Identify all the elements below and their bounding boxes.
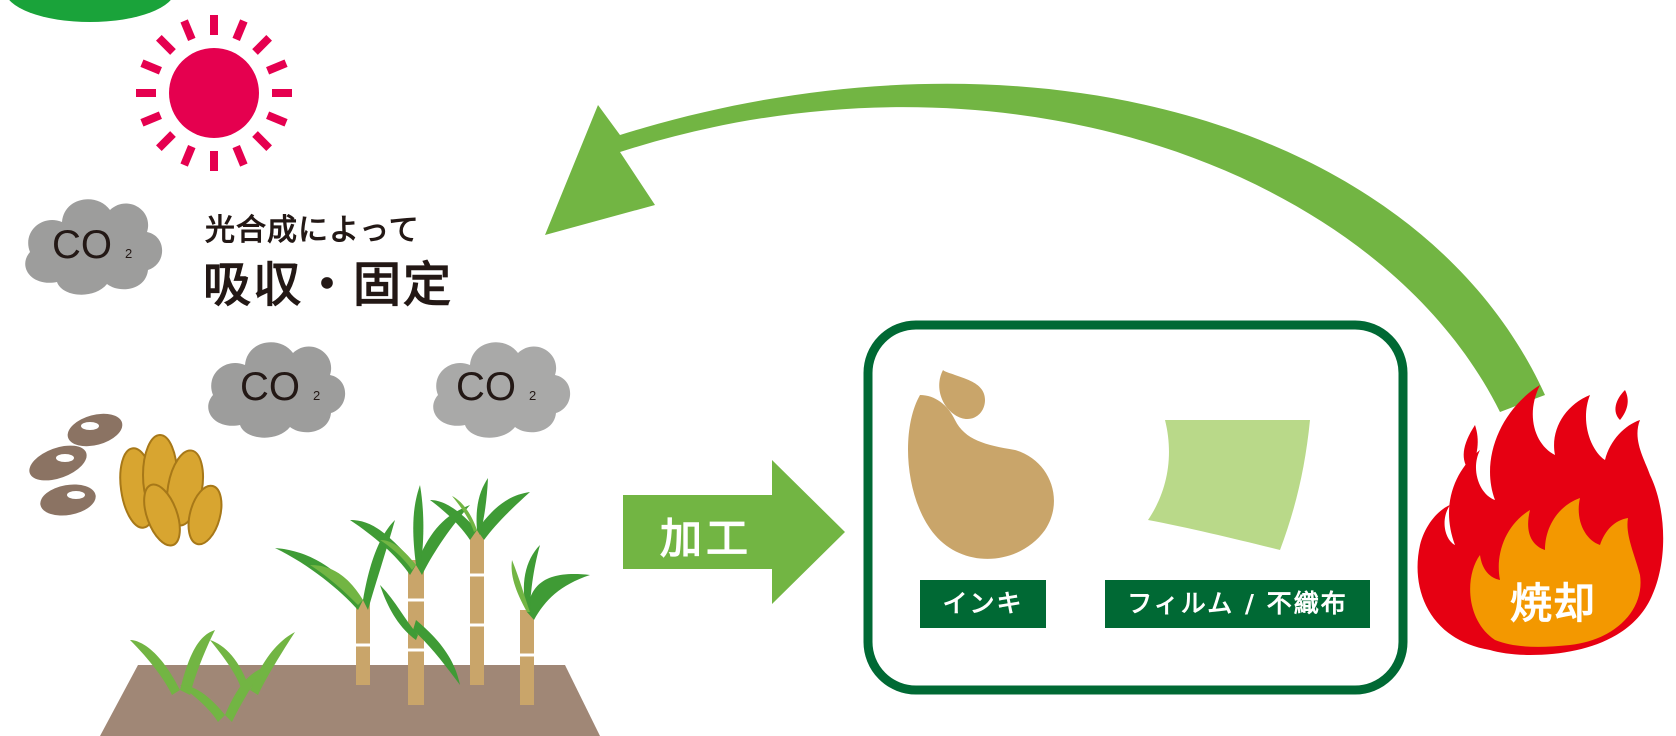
co2-sub-1: 2 — [125, 246, 132, 261]
caption-line-1: 光合成によって — [205, 213, 420, 248]
co2-sub-3: 2 — [529, 388, 536, 403]
ink-drop-icon — [908, 370, 1054, 559]
co2-sub-2: 2 — [313, 388, 320, 403]
sun-icon — [136, 15, 292, 171]
products-frame — [863, 320, 1408, 695]
product-tag-film: フィルム / 不織布 — [1105, 580, 1370, 628]
process-label: 加工 — [660, 514, 753, 563]
film-icon — [1148, 420, 1310, 550]
co2-text-3: CO — [456, 365, 516, 409]
co2-cloud-2 — [208, 342, 346, 438]
process-arrow — [623, 460, 845, 604]
fire-icon — [1417, 385, 1664, 655]
co2-cloud-3 — [433, 342, 571, 438]
caption-line-2: 吸収・固定 — [203, 257, 454, 313]
incineration-label: 焼却 — [1510, 579, 1597, 628]
co2-text-1: CO — [52, 223, 112, 267]
grain-icon — [119, 434, 223, 547]
corner-badge — [9, 0, 171, 22]
co2-cloud-1 — [25, 199, 163, 295]
beans-icon — [29, 413, 123, 516]
recycle-arrow — [545, 83, 1545, 413]
product-tag-ink: インキ — [920, 580, 1046, 628]
sprouts-icon — [130, 630, 295, 722]
sugarcane-icon — [275, 478, 590, 705]
co2-text-2: CO — [240, 365, 300, 409]
